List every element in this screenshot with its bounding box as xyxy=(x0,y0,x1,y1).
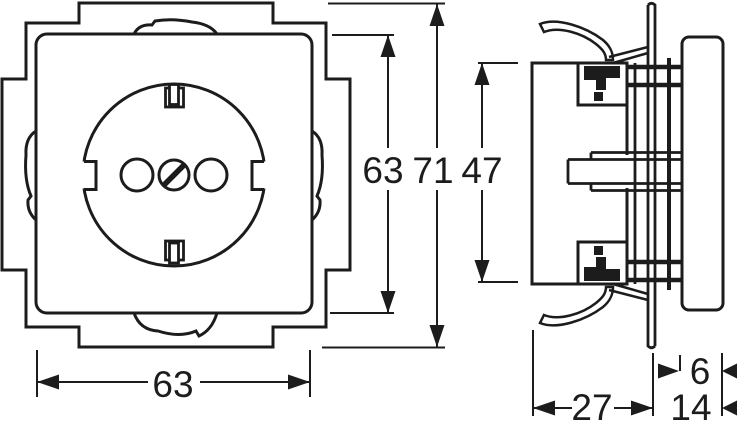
pin-hole-left xyxy=(119,157,155,193)
screw-slot xyxy=(162,163,186,187)
fixing-screws xyxy=(628,64,682,283)
front-view xyxy=(0,1,352,349)
dim-label-cover-height: 63 xyxy=(362,150,403,191)
dim-label-insert-depth: 27 xyxy=(571,387,612,428)
pin-hole-right xyxy=(193,157,229,193)
spring-bump-bottom xyxy=(132,312,219,338)
dim-label-insert-height: 47 xyxy=(461,150,502,191)
dim-frame-height: 71 xyxy=(322,2,454,349)
spring-bump-right xyxy=(310,129,324,222)
dim-cover-offset: 6 xyxy=(658,351,737,416)
claw-screw-boss-bottom xyxy=(608,282,649,302)
earth-clip-notch-right xyxy=(250,160,264,191)
spring-bump-left xyxy=(24,129,38,222)
dim-label-mounting-depth: 14 xyxy=(670,387,711,428)
dim-cover-width: 63 xyxy=(36,350,311,405)
side-view xyxy=(530,1,725,350)
cover-plate-side xyxy=(680,35,725,312)
centre-screw xyxy=(157,158,191,192)
dim-mounting-depth: 14 xyxy=(670,387,737,428)
claw-screw-boss-top xyxy=(608,45,649,65)
mounting-plate xyxy=(646,1,657,350)
dim-cover-height: 63 xyxy=(330,34,404,314)
dim-label-frame-height: 71 xyxy=(412,150,453,191)
dim-insert-depth: 27 xyxy=(532,330,654,428)
spring-bump-top xyxy=(132,18,219,35)
dim-label-cover-width: 63 xyxy=(152,364,193,405)
earth-clip-notch-left xyxy=(84,160,98,191)
claw-spring-bottom xyxy=(538,285,615,327)
socket-barrel xyxy=(566,151,683,192)
claw-spring-top xyxy=(538,20,615,62)
dim-insert-height: 47 xyxy=(461,62,518,283)
dim-label-cover-offset: 6 xyxy=(690,351,711,392)
